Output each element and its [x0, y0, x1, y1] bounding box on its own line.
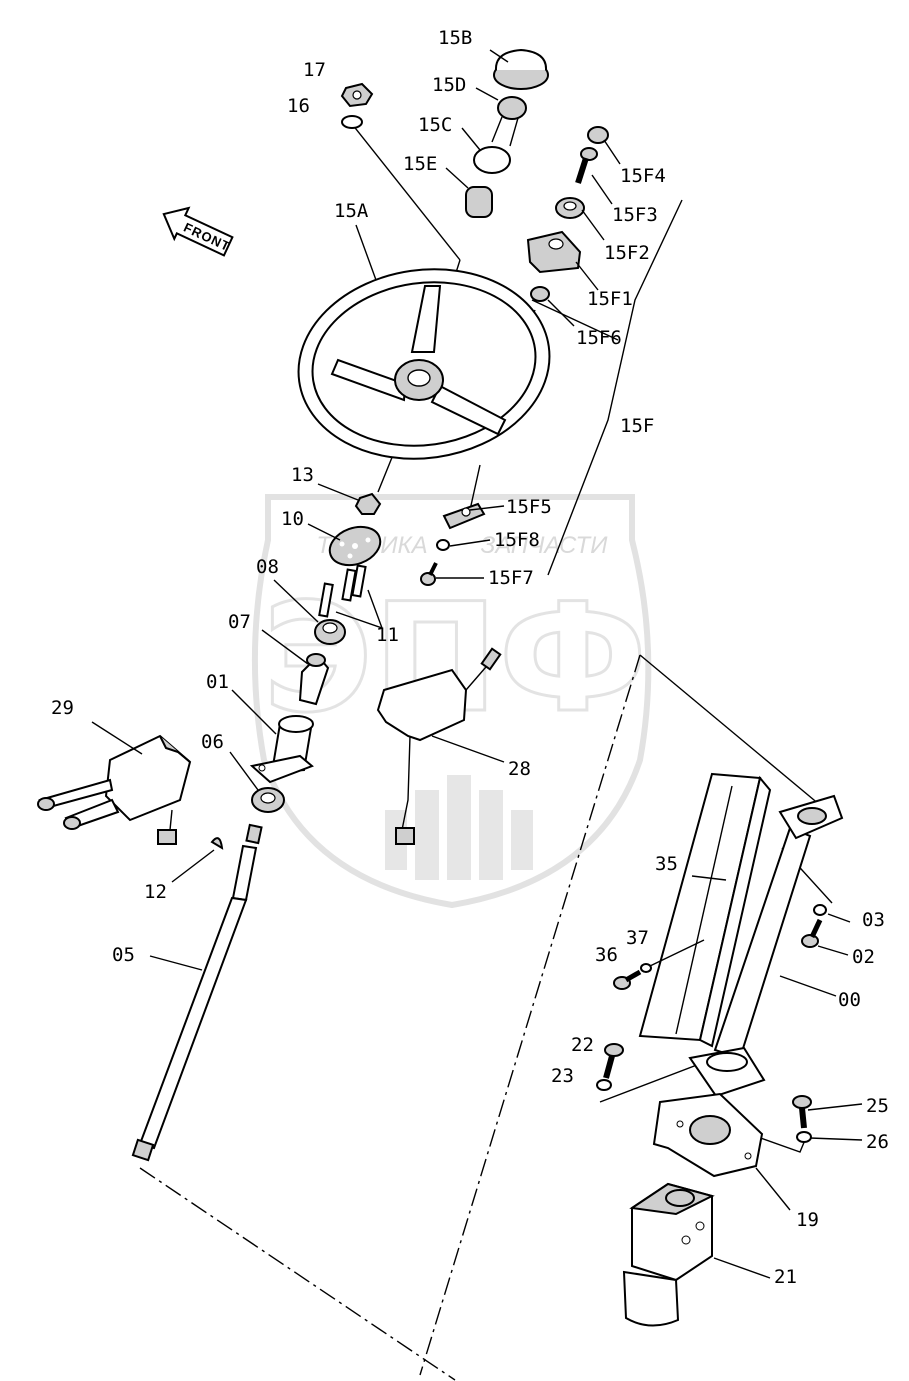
- label-17: 17: [303, 59, 326, 81]
- label-15f4: 15F4: [620, 165, 666, 187]
- label-15f8: 15F8: [494, 529, 540, 551]
- label-15f3: 15F3: [612, 204, 658, 226]
- label-02: 02: [852, 946, 875, 968]
- label-10: 10: [281, 508, 304, 530]
- part-03-washer: [813, 904, 827, 916]
- label-15e: 15E: [403, 153, 437, 175]
- label-15f2: 15F2: [604, 242, 650, 264]
- label-15f1: 15F1: [587, 288, 633, 310]
- part-12-key: [210, 837, 224, 850]
- part-15d-button: [491, 96, 527, 147]
- part-35-channel-bracket: [638, 772, 772, 1048]
- part-15e-spring: [465, 186, 493, 218]
- label-22: 22: [571, 1034, 594, 1056]
- part-15f4-cap: [587, 126, 609, 144]
- part-23-washer: [596, 1079, 612, 1091]
- part-08-bushing: [314, 619, 346, 645]
- part-15a-steering-wheel: [297, 268, 551, 460]
- part-15f2-washer: [555, 197, 585, 219]
- label-15d: 15D: [432, 74, 466, 96]
- label-29: 29: [51, 697, 74, 719]
- label-25: 25: [866, 1095, 889, 1117]
- part-21-steering-unit: [622, 1182, 715, 1327]
- part-11-pins: [318, 564, 384, 630]
- part-15f6-nut: [530, 286, 550, 302]
- label-23: 23: [551, 1065, 574, 1087]
- label-13: 13: [291, 464, 314, 486]
- part-22-bolt: [603, 1043, 624, 1079]
- label-08: 08: [256, 556, 279, 578]
- part-16-washer: [341, 115, 363, 129]
- part-02-bolt: [801, 918, 823, 948]
- label-21: 21: [774, 1266, 797, 1288]
- label-16: 16: [287, 95, 310, 117]
- label-15c: 15C: [418, 114, 452, 136]
- label-01: 01: [206, 671, 229, 693]
- part-17-nut: [340, 82, 374, 108]
- label-06: 06: [201, 731, 224, 753]
- label-19: 19: [796, 1209, 819, 1231]
- callout-leaders: [91, 49, 863, 1279]
- part-15f3-bolt: [575, 147, 598, 184]
- watermark-text-right: ЗАПЧАСТИ: [481, 532, 609, 559]
- part-05-steering-shaft: [131, 823, 263, 1162]
- part-01-column-housing: [249, 715, 314, 784]
- label-11: 11: [376, 624, 399, 646]
- part-15c-ring: [473, 146, 511, 174]
- label-15f6: 15F6: [576, 327, 622, 349]
- label-15f7: 15F7: [488, 567, 534, 589]
- part-07-sleeve: [298, 653, 330, 706]
- label-26: 26: [866, 1131, 889, 1153]
- part-15f5-clamp: [442, 502, 486, 530]
- part-37-washer: [640, 963, 652, 973]
- part-28-combination-switch: [376, 647, 502, 845]
- part-25-bolt: [792, 1095, 812, 1129]
- part-13-nut: [354, 492, 382, 515]
- part-19-mounting-plate: [652, 1092, 764, 1178]
- part-36-bolt: [613, 969, 642, 990]
- label-12: 12: [144, 881, 167, 903]
- label-28: 28: [508, 758, 531, 780]
- part-06-bearing: [251, 787, 285, 813]
- label-15f: 15F: [620, 415, 654, 437]
- label-35: 35: [655, 853, 678, 875]
- label-00: 00: [838, 989, 861, 1011]
- label-15a: 15A: [334, 200, 369, 222]
- label-37: 37: [626, 927, 649, 949]
- part-26-washer: [796, 1131, 812, 1143]
- part-15f1-knob: [526, 230, 582, 274]
- part-15f7-screw: [420, 562, 438, 586]
- callout-labels: 15B 17 15D 16 15C 15E 15F4 15F3 15F2 15F…: [51, 27, 889, 1288]
- part-00-column-tube: [688, 794, 844, 1098]
- label-15f5: 15F5: [506, 496, 552, 518]
- part-29-switch: [37, 734, 192, 845]
- label-15b: 15B: [438, 27, 472, 49]
- part-15f8-washer: [436, 539, 450, 551]
- label-05: 05: [112, 944, 135, 966]
- part-15b-horn-cap: [493, 48, 549, 90]
- front-arrow: FRONT: [162, 206, 234, 257]
- label-07: 07: [228, 611, 251, 633]
- part-10-plate: [328, 525, 382, 567]
- label-03: 03: [862, 909, 885, 931]
- label-36: 36: [595, 944, 618, 966]
